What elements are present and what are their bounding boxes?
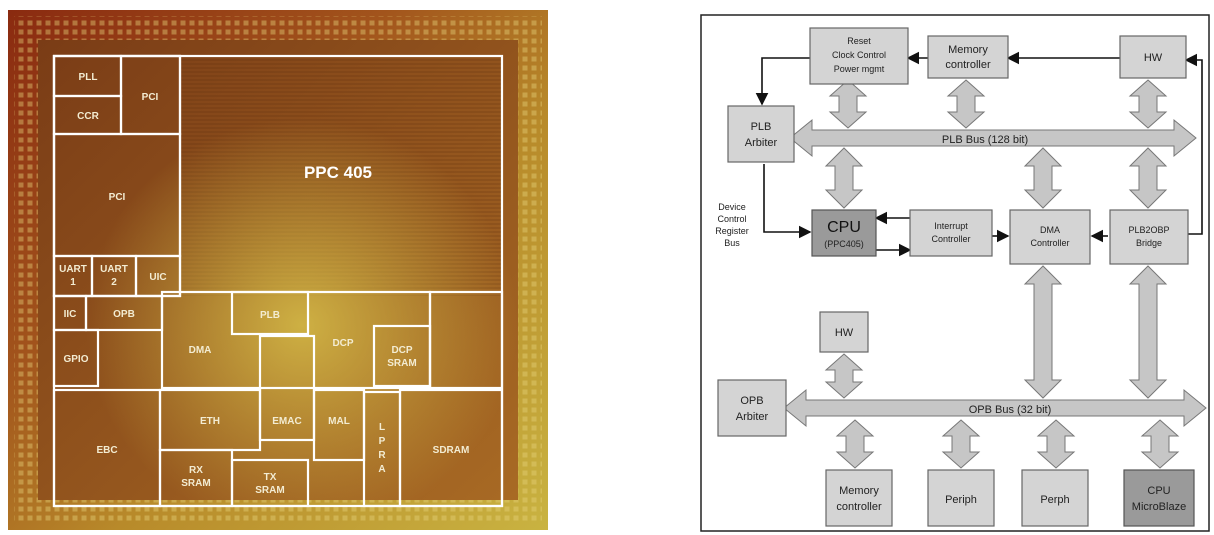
opb-bus-label: OPB Bus (32 bit) [969,404,1052,416]
die-label-eth: ETH [200,416,220,427]
opb-arbiter-label-2: Arbiter [736,411,769,423]
reset-label-3: Power mgmt [834,64,885,74]
die-label-lpra-r: R [378,450,386,461]
dcr-label-3: Register [715,226,749,236]
die-label-uart1: UART [59,264,87,275]
die-label-lpra-p: P [379,436,386,447]
hw-top-block [1119,35,1187,79]
memctl-top-label-1: Memory [948,44,988,56]
cpu-microblaze-block [1123,469,1195,527]
die-block-outlines [52,54,504,508]
die-label-dcp-sram: DCP [391,345,412,356]
periph-block-2 [1021,469,1089,527]
die-label-pci-small: PCI [142,92,159,103]
die-label-rx-sram: RX [189,465,203,476]
microblaze-label-2: MicroBlaze [1132,501,1186,513]
die-label-ppc405: PPC 405 [304,163,372,182]
dma-label-2: Controller [1030,238,1069,248]
die-label-plb: PLB [260,310,280,321]
plb-bus [789,118,1197,158]
interrupt-controller [909,209,993,257]
bus-connections [824,79,1180,469]
die-highlight [38,40,518,500]
dcr-label-1: Device [718,202,746,212]
soc-block-diagram: PLB Bus (128 bit) OPB Bus (32 bit) Reset… [700,14,1210,532]
periph-2-label: Perph [1040,494,1069,506]
hw-top-label: HW [1144,52,1163,64]
bridge-label-2: Bridge [1136,238,1162,248]
die-label-ebc: EBC [96,445,117,456]
die-label-tx-sram-2: SRAM [255,485,284,496]
cpu-label: CPU [827,219,861,236]
die-label-emac: EMAC [272,416,301,427]
opb-arbiter-label-1: OPB [740,395,763,407]
memctl-bot-label-1: Memory [839,485,879,497]
opb-bus [783,388,1207,428]
die-label-opb: OPB [113,309,135,320]
die-label-uic: UIC [149,272,166,283]
dcr-label-2: Control [717,214,746,224]
opb-arbiter [717,379,787,437]
die-label-dma: DMA [189,345,212,356]
memctl-bot-label-2: controller [836,501,882,513]
cpu-ppc405-block [811,209,877,257]
intc-label-1: Interrupt [934,221,968,231]
die-label-ccr: CCR [77,111,99,122]
die-label-pll: PLL [79,72,98,83]
memory-controller-bottom [825,469,893,527]
reset-label-1: Reset [847,36,871,46]
plb-arbiter [727,105,795,163]
memctl-top-label-2: controller [945,59,991,71]
plb-bus-label: PLB Bus (128 bit) [942,134,1028,146]
die-label-uart2-num: 2 [111,277,117,288]
reset-label-2: Clock Control [832,50,886,60]
bridge-label-1: PLB2OBP [1128,225,1169,235]
dma-label-1: DMA [1040,225,1060,235]
cpu-sub-label: (PPC405) [824,239,864,249]
intc-label-2: Controller [931,234,970,244]
chip-die-photo: PPC 405 PLL PCI CCR PCI UART 1 UART 2 UI… [8,10,548,530]
plb-arbiter-label-2: Arbiter [745,137,778,149]
memory-controller-top [927,35,1009,79]
periph-block-1 [927,469,995,527]
die-label-tx-sram: TX [264,472,277,483]
die-label-uart2: UART [100,264,128,275]
reset-clock-block [809,27,909,85]
die-label-mal: MAL [328,416,350,427]
die-label-dcp-sram-2: SRAM [387,358,416,369]
die-label-dcp: DCP [332,338,353,349]
die-label-sdram: SDRAM [433,445,470,456]
die-label-uart1-num: 1 [70,277,76,288]
hw-mid-block [819,311,869,353]
microblaze-label-1: CPU [1147,485,1170,497]
control-wires [755,51,1203,257]
diagram-frame [700,14,1210,532]
die-label-rx-sram-2: SRAM [181,478,210,489]
die-label-gpio: GPIO [63,354,88,365]
plb-arbiter-label-1: PLB [751,121,772,133]
dma-controller [1009,209,1091,265]
die-label-lpra-a: A [378,464,385,475]
hw-mid-label: HW [835,327,854,339]
die-label-lpra-l: L [379,422,385,433]
plb2obp-bridge [1109,209,1189,265]
periph-1-label: Periph [945,494,977,506]
die-label-iic: IIC [64,309,77,320]
die-label-pci-large: PCI [109,192,126,203]
dcr-label-4: Bus [724,238,740,248]
